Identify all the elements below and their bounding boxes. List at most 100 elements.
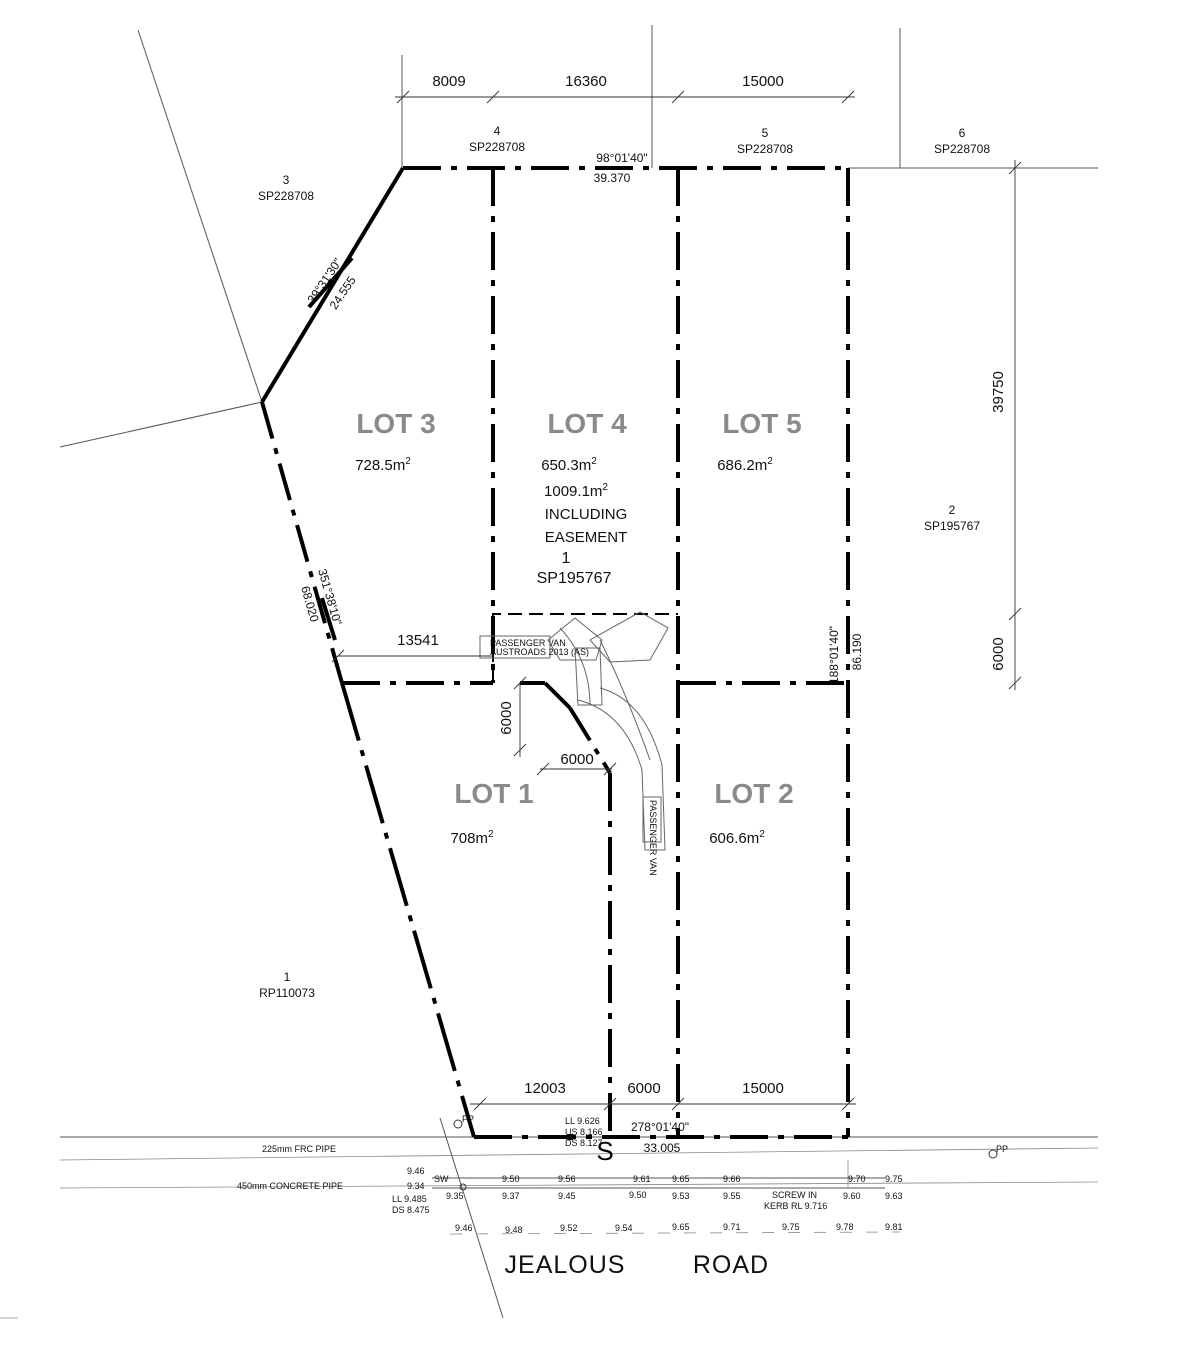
vehicle-swept-path: PASSENGER VAN AUSTROADS 2013 (AS) PASSEN… [479, 611, 669, 876]
stormwater-ll: LL 9.485 [392, 1194, 427, 1204]
level-c-9: 9.81 [885, 1222, 903, 1232]
power-pole-icon [453, 1119, 463, 1129]
vehicle-label-3: PASSENGER VAN [648, 800, 658, 876]
level-a-6: 9.70 [848, 1174, 866, 1184]
sewer-symbol: S [596, 1136, 613, 1166]
dim-easement-horizontal: 6000 [560, 751, 593, 768]
stormwater-label: SW [434, 1174, 449, 1184]
level-a-3: 9.61 [633, 1174, 651, 1184]
kerb-label-2: KERB RL 9.716 [764, 1201, 827, 1211]
level-c-6: 9.71 [723, 1222, 741, 1232]
neighbour-1-plan: RP110073 [259, 986, 315, 1000]
level-c-1: 9.46 [455, 1223, 473, 1233]
lot-2: LOT 2 606.6m2 [709, 778, 793, 847]
level-b-6: 9.60 [843, 1191, 861, 1201]
dim-right-2: 6000 [990, 637, 1007, 670]
dim-bottom-2: 6000 [627, 1080, 660, 1097]
lot-1-area: 708m2 [450, 829, 494, 847]
level-b-4: 9.53 [672, 1191, 690, 1201]
distance-south: 33.005 [644, 1141, 681, 1155]
lot-3: LOT 3 728.5m2 [355, 408, 435, 474]
lot-5: LOT 5 686.2m2 [717, 408, 801, 474]
lot-3-area: 728.5m2 [355, 456, 411, 474]
parcel-plan-number: SP195767 [537, 570, 612, 587]
level-b-2: 9.45 [558, 1191, 576, 1201]
lot-4-area: 650.3m2 [541, 456, 597, 474]
dim-bottom-1: 12003 [524, 1080, 566, 1097]
bearing-south: 278°01'40" [631, 1120, 689, 1134]
neighbour-1-lot: 1 [284, 970, 291, 984]
pit-us: US 8.166 [565, 1127, 603, 1137]
distance-west: 68.020 [298, 584, 322, 623]
spot-levels: 9.46 9.34 9.35 9.50 9.56 9.61 9.65 9.66 … [407, 1166, 903, 1235]
level-a-2: 9.56 [558, 1174, 576, 1184]
pit-ll: LL 9.626 [565, 1116, 600, 1126]
level-b-5: 9.55 [723, 1191, 741, 1201]
lot-4-including-label: INCLUDING [545, 506, 628, 523]
level-c-8: 9.78 [836, 1222, 854, 1232]
distance-east: 86.190 [850, 633, 864, 670]
bearing-north: 98°01'40" [596, 151, 647, 165]
parcel-lot-number: 1 [562, 550, 571, 567]
level-c-3: 9.52 [560, 1223, 578, 1233]
parcel-boundary [260, 166, 850, 1139]
level-c-4: 9.54 [615, 1223, 633, 1233]
lot-4-area-with-easement: 1009.1m2 [544, 482, 608, 500]
level-left-c: 9.35 [446, 1191, 464, 1201]
neighbour-5-plan: SP228708 [737, 142, 793, 156]
level-a-4: 9.65 [672, 1174, 690, 1184]
power-pole-label-2: PP [996, 1144, 1008, 1154]
level-a-1: 9.50 [502, 1174, 520, 1184]
neighbour-2-lot: 2 [949, 503, 956, 517]
neighbour-3-plan: SP228708 [258, 189, 314, 203]
level-b-1: 9.37 [502, 1191, 520, 1201]
dim-top-1: 8009 [432, 73, 465, 90]
power-pole-label-1: PP [462, 1114, 474, 1124]
lot-4-easement-label: EASEMENT [545, 529, 628, 546]
lot-2-area: 606.6m2 [709, 829, 765, 847]
road-name-word-1: JEALOUS [505, 1251, 626, 1279]
lot-2-name: LOT 2 [714, 778, 793, 809]
dim-right-1: 39750 [990, 371, 1007, 413]
dim-bottom-3: 15000 [742, 1080, 784, 1097]
level-left-a: 9.46 [407, 1166, 425, 1176]
lot-4-name: LOT 4 [547, 408, 627, 439]
level-b-3: 9.50 [629, 1190, 647, 1200]
power-pole-icon-2 [988, 1149, 998, 1159]
bearing-east: 188°01'40" [827, 626, 841, 684]
stormwater-ds: DS 8.475 [392, 1205, 430, 1215]
neighbour-5-lot: 5 [762, 126, 769, 140]
level-c-7: 9.75 [782, 1222, 800, 1232]
lot-5-name: LOT 5 [722, 408, 801, 439]
level-b-7: 9.63 [885, 1191, 903, 1201]
lot-5-area: 686.2m2 [717, 456, 773, 474]
level-c-2: 9.48 [505, 1225, 523, 1235]
level-c-5: 9.65 [672, 1222, 690, 1232]
frc-pipe-label: 225mm FRC PIPE [262, 1144, 336, 1154]
dim-mid: 13541 [397, 632, 439, 649]
neighbour-4-plan: SP228708 [469, 140, 525, 154]
lot-3-name: LOT 3 [356, 408, 435, 439]
dim-easement-vertical: 6000 [498, 701, 515, 734]
neighbour-6-lot: 6 [959, 126, 966, 140]
dim-top-3: 15000 [742, 73, 784, 90]
lot-4: LOT 4 650.3m2 1009.1m2 INCLUDING EASEMEN… [537, 408, 628, 587]
neighbour-2-plan: SP195767 [924, 519, 980, 533]
kerb-label-1: SCREW IN [772, 1190, 817, 1200]
level-a-5: 9.66 [723, 1174, 741, 1184]
dim-top-2: 16360 [565, 73, 607, 90]
dimension-lines [331, 90, 1022, 1111]
lot-1-name: LOT 1 [454, 778, 533, 809]
neighbour-6-plan: SP228708 [934, 142, 990, 156]
level-a-7: 9.75 [885, 1174, 903, 1184]
services: PP PP S LL 9.626 US 8.166 DS 8.127 225mm… [237, 1114, 1008, 1215]
context-lines [0, 25, 1099, 1319]
stormwater-pit-icon [459, 1183, 467, 1191]
pit-ds: DS 8.127 [565, 1138, 603, 1148]
distance-north: 39.370 [594, 171, 631, 185]
vehicle-label-1: PASSENGER VAN [490, 638, 566, 648]
sewer-pit-icon [567, 1134, 573, 1140]
concrete-pipe-label: 450mm CONCRETE PIPE [237, 1181, 343, 1191]
neighbour-3-lot: 3 [283, 173, 290, 187]
